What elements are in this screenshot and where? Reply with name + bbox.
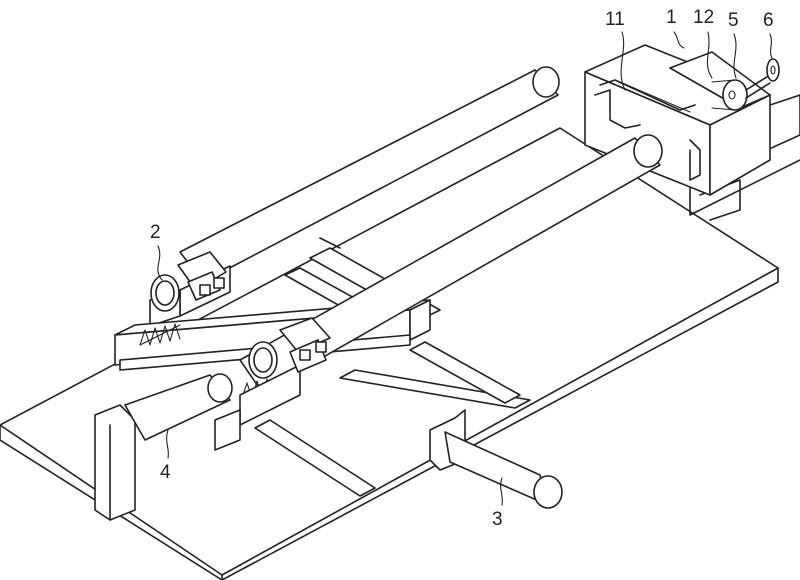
callout-4-label: 4 [160,462,171,483]
callout-3-label: 3 [492,509,503,530]
callout-6: 6 [763,10,774,58]
callout-3: 3 [492,478,503,530]
callout-5-label: 5 [728,10,739,31]
callout-1: 1 [666,7,684,48]
rod-3 [445,432,562,508]
end-plate [95,405,135,520]
callout-11-label: 11 [605,9,625,30]
callout-2: 2 [150,222,162,280]
callout-6-label: 6 [763,10,774,31]
callout-12-label: 12 [693,7,714,28]
callout-1-label: 1 [666,7,677,28]
callout-2-label: 2 [150,222,161,243]
